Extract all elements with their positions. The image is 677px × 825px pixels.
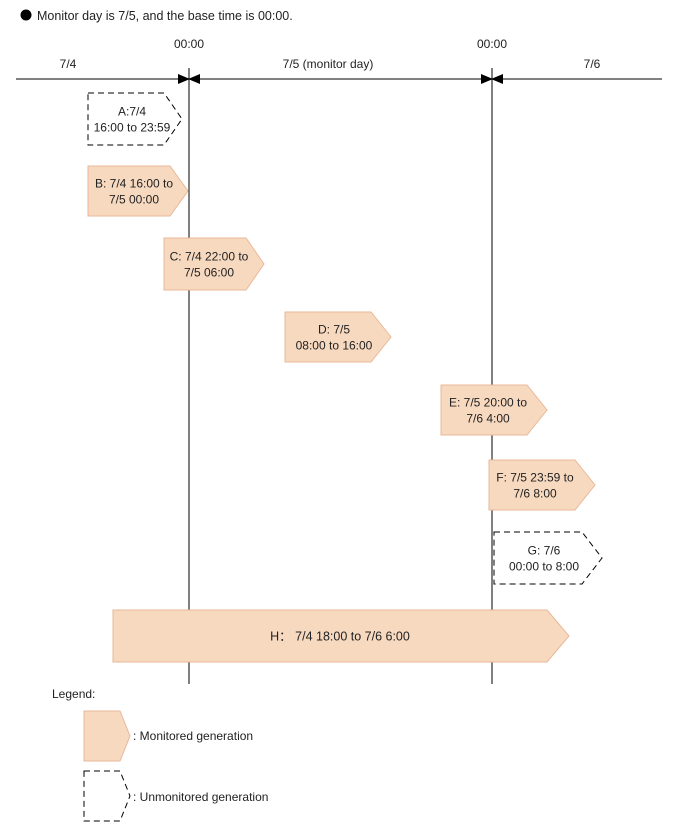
- day-label-7-6: 7/6: [584, 57, 601, 71]
- bar-a-unmonitored: [87, 92, 183, 146]
- bar-f-label-line-1: F: 7/5 23:59 to: [496, 471, 574, 485]
- bullet-icon: [20, 9, 32, 21]
- legend-monitored-swatch: [83, 710, 131, 762]
- bar-b-label-line-2: 7/5 00:00: [109, 193, 159, 207]
- bar-f-label-line-2: 7/6 8:00: [513, 487, 557, 501]
- bar-a-label-line-1: A:7/4: [118, 105, 146, 119]
- bar-c-label-line-1: C: 7/4 22:00 to: [170, 250, 249, 264]
- midnight-label-1: 00:00: [174, 37, 204, 51]
- bar-a-label-line-2: 16:00 to 23:59: [94, 121, 171, 135]
- bar-h-monitored: [112, 609, 570, 663]
- day-label-7-4: 7/4: [60, 57, 77, 71]
- header-text: Monitor day is 7/5, and the base time is…: [37, 9, 293, 23]
- legend-title: Legend:: [52, 687, 95, 701]
- bar-g-unmonitored: [493, 531, 603, 585]
- bar-g-label-line-2: 00:00 to 8:00: [509, 560, 579, 574]
- bar-g-label-line-1: G: 7/6: [528, 544, 561, 558]
- bar-d-monitored: [284, 311, 392, 363]
- bar-h-label-line-1: H： 7/4 18:00 to 7/6 6:00: [270, 630, 410, 644]
- midnight-label-2: 00:00: [477, 37, 507, 51]
- legend-unmonitored-swatch: [83, 770, 131, 822]
- bar-c-label-line-2: 7/5 06:00: [184, 266, 234, 280]
- bar-e-label-line-1: E: 7/5 20:00 to: [449, 396, 527, 410]
- bar-e-label-line-2: 7/6 4:00: [466, 412, 510, 426]
- bar-d-label-line-2: 08:00 to 16:00: [296, 339, 373, 353]
- day-label-monitor-day: 7/5 (monitor day): [283, 57, 374, 71]
- legend-monitored-label: : Monitored generation: [133, 729, 253, 743]
- bar-f-monitored: [488, 459, 596, 511]
- bar-e-monitored: [440, 384, 548, 436]
- legend-unmonitored-label: : Unmonitored generation: [133, 790, 268, 804]
- bar-d-label-line-1: D: 7/5: [318, 323, 350, 337]
- bar-c-monitored: [163, 237, 265, 291]
- bar-b-label-line-1: B: 7/4 16:00 to: [95, 177, 173, 191]
- bar-b-monitored: [87, 165, 189, 217]
